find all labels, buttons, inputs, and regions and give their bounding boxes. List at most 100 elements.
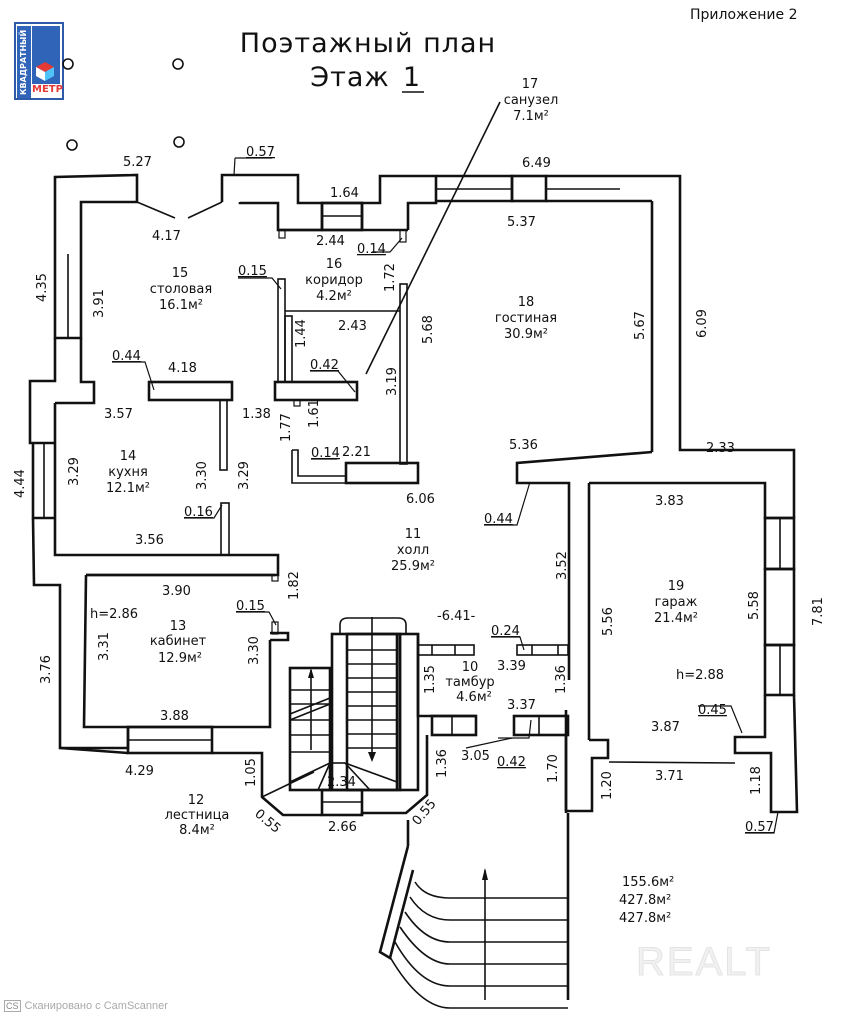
room-name: кухня xyxy=(108,465,148,480)
room-13-label: h=2.86 13 кабинет 12.9м² xyxy=(90,607,207,666)
room-name: кабинет xyxy=(150,634,207,649)
dimension-label: 2.44 xyxy=(316,234,345,249)
dimension-label: 1.38 xyxy=(242,407,271,422)
room-area: 12.9м² xyxy=(158,651,202,666)
camscanner-badge: CS xyxy=(4,1000,21,1012)
dimension-label: 3.37 xyxy=(507,698,536,713)
dimension-label: 1.77 xyxy=(279,413,294,442)
room-area: 30.9м² xyxy=(504,327,548,342)
dimension-label: 3.29 xyxy=(237,461,252,490)
room-12-label: 12 лестница 8.4м² xyxy=(165,793,230,838)
dimension-label: 1.61 xyxy=(307,399,322,428)
dimension-label: 0.42 xyxy=(310,358,339,373)
dimension-label: 1.64 xyxy=(330,186,359,201)
dimension-label: 4.29 xyxy=(125,764,154,779)
room-name: лестница xyxy=(165,808,230,823)
room-17-label: 17 санузел 7.1м² xyxy=(504,77,559,124)
room-16-label: 16 коридор 4.2м² xyxy=(305,257,363,304)
room-number: 10 xyxy=(462,660,479,675)
room-number: 15 xyxy=(172,266,189,281)
camscanner-footer: CS Сканировано с CamScanner xyxy=(4,1000,168,1012)
room-number: 18 xyxy=(518,295,535,310)
floor-prefix: Этаж xyxy=(310,62,389,93)
room-number: 13 xyxy=(170,619,187,634)
dimension-label: 3.76 xyxy=(39,655,54,684)
cube-icon xyxy=(36,62,54,81)
column-icon xyxy=(66,139,78,151)
dimension-label: 0.57 xyxy=(745,820,774,835)
room-18-label: 18 гостиная 30.9м² xyxy=(495,295,557,342)
room-14-label: 14 кухня 12.1м² xyxy=(106,449,150,496)
dimension-label: 5.67 xyxy=(633,311,648,340)
total-area-label: 427.8м² xyxy=(619,911,671,926)
arrow-up-icon xyxy=(308,668,314,678)
arrow-down-icon xyxy=(368,752,376,762)
dimension-label: 3.91 xyxy=(92,289,107,318)
staircase xyxy=(261,617,420,817)
room-15-label: 15 столовая 16.1м² xyxy=(150,266,212,313)
room-number: 19 xyxy=(668,579,685,594)
dimension-label: 4.35 xyxy=(35,273,50,302)
plan-title: Поэтажный план xyxy=(240,28,496,59)
room-height: h=2.86 xyxy=(90,607,138,622)
dimension-label: 2.21 xyxy=(342,445,371,460)
dimension-label: 3.30 xyxy=(247,636,262,665)
room-19-label: 19 гараж 21.4м² h=2.88 xyxy=(654,579,724,683)
dimension-label: 4.18 xyxy=(168,361,197,376)
dimension-label: 0.14 xyxy=(311,446,340,461)
dimension-label: 0.55 xyxy=(410,797,440,829)
realt-watermark: REALT xyxy=(636,940,772,985)
column-icon xyxy=(62,58,74,70)
dimension-label: 3.71 xyxy=(655,769,684,784)
room-10-label: 10 тамбур 4.6м² xyxy=(445,660,494,705)
kvadratny-metr-logo: КВАДРАТНЫЙ МЕТР xyxy=(14,22,64,100)
dimension-label: 1.05 xyxy=(244,758,259,787)
dimension-label: 1.70 xyxy=(546,754,561,783)
dimension-label: 1.72 xyxy=(383,263,398,292)
room-name: столовая xyxy=(150,282,212,297)
room-area: 7.1м² xyxy=(513,109,549,124)
dimension-label: 0.16 xyxy=(184,505,213,520)
dimension-label: 6.49 xyxy=(522,156,551,171)
dimension-label: 5.58 xyxy=(747,591,762,620)
dimension-label: 0.57 xyxy=(246,145,275,160)
room-height: h=2.88 xyxy=(676,668,724,683)
dimension-label: 1.36 xyxy=(554,665,569,694)
dimension-label: 0.42 xyxy=(497,755,526,770)
dimension-label: 5.56 xyxy=(601,607,616,636)
dimension-label: 3.31 xyxy=(97,632,112,661)
dimension-label: 0.45 xyxy=(698,703,727,718)
room-area: 8.4м² xyxy=(179,823,215,838)
dimension-label: 1.18 xyxy=(749,766,764,795)
dimension-label: 1.20 xyxy=(600,771,615,800)
dimension-label: 0.14 xyxy=(357,242,386,257)
dimension-label: 3.56 xyxy=(135,533,164,548)
room-name: гараж xyxy=(655,595,698,610)
room-area: 16.1м² xyxy=(159,298,203,313)
dimension-label: 0.24 xyxy=(491,624,520,639)
dimension-label: 0.15 xyxy=(238,264,267,279)
area-totals: 155.6м² 427.8м² 427.8м² xyxy=(619,875,674,926)
dimension-label: 1.35 xyxy=(423,665,438,694)
dimension-label: 2.43 xyxy=(338,319,367,334)
dimension-label: 7.81 xyxy=(811,597,826,626)
room-11-label: 11 холл 25.9м² xyxy=(391,527,435,574)
dimension-label: 0.15 xyxy=(236,599,265,614)
room-area: 4.2м² xyxy=(316,289,352,304)
columns xyxy=(62,58,185,151)
column-icon xyxy=(172,58,184,70)
dimension-label: 3.30 xyxy=(195,461,210,490)
floor-number: 1 xyxy=(403,62,421,93)
dimension-label: 5.37 xyxy=(507,215,536,230)
dimension-label: 3.29 xyxy=(67,457,82,486)
dimension-label: 4.44 xyxy=(13,469,28,498)
camscanner-text: Сканировано с CamScanner xyxy=(24,1000,168,1012)
dimension-labels: 5.27 0.57 1.64 6.49 4.17 2.44 0.14 5.37 … xyxy=(13,145,826,837)
room-name: гостиная xyxy=(495,311,557,326)
dimension-label: 1.36 xyxy=(435,749,450,778)
room-name: санузел xyxy=(504,93,559,108)
room-name: коридор xyxy=(305,273,363,288)
dimension-label: -6.41- xyxy=(437,609,476,624)
dimension-label: 6.09 xyxy=(695,309,710,338)
